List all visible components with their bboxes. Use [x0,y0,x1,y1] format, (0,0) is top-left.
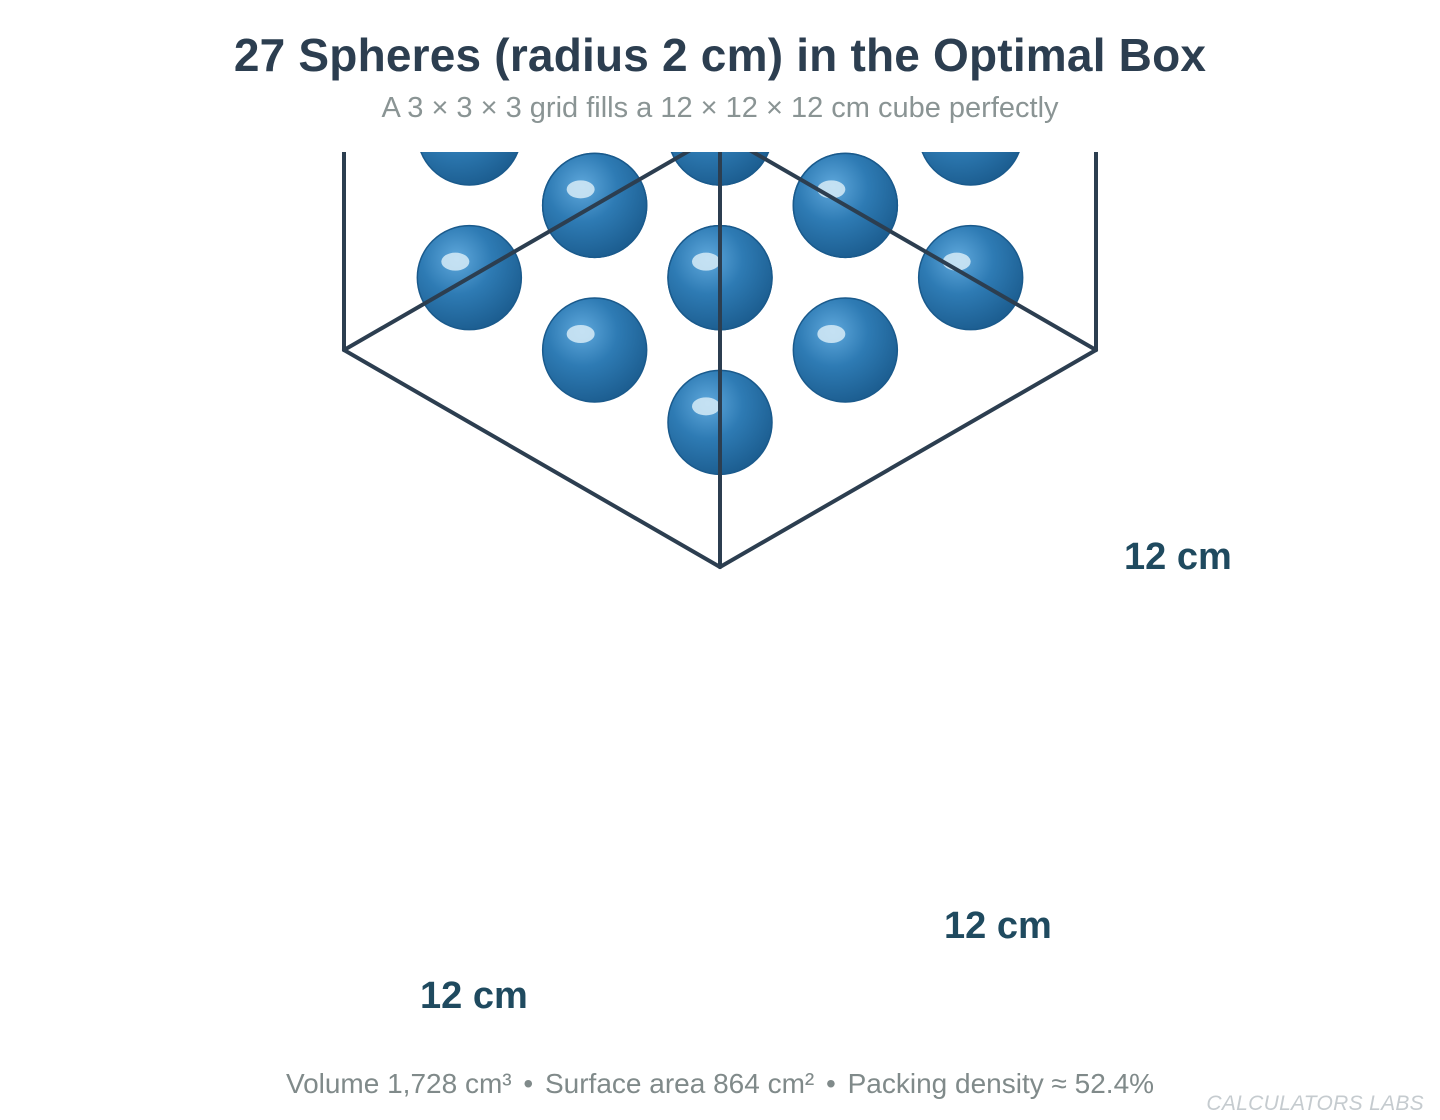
sphere-body [793,9,897,113]
sphere-body [417,0,521,40]
sphere-highlight [692,108,720,126]
sphere-highlight [566,325,595,343]
sphere-highlight [692,252,720,271]
sphere [417,0,521,40]
sphere-body [668,0,772,40]
cube-edge [718,348,1098,569]
chart-subtitle: A 3 × 3 × 3 grid fills a 12 × 12 × 12 cm… [381,92,1059,124]
sphere-body [543,9,647,113]
width-dimension-label: 12 cm [420,975,528,1017]
sphere-highlight [692,108,720,126]
sphere-body [792,297,899,403]
sphere-highlight [943,108,971,126]
sphere [793,9,897,113]
surface-area-stat: Surface area 864 cm² [544,1068,815,1099]
sphere-body [541,297,648,403]
sphere-highlight [692,108,720,126]
sphere-body [919,0,1023,40]
footer-stats: Volume 1,728 cm³ • Surface area 864 cm² … [0,1068,1440,1100]
separator: • [826,1068,836,1099]
sphere [541,297,648,403]
sphere-body [543,9,647,113]
depth-dimension-label: 12 cm [944,905,1052,947]
sphere-highlight [567,36,595,54]
packing-density-stat: Packing density ≈ 52.4% [847,1068,1155,1099]
volume-stat: Volume 1,728 cm³ [285,1068,512,1099]
separator: • [523,1068,534,1099]
sphere [543,9,647,113]
sphere-highlight [817,36,845,54]
sphere [543,9,647,113]
visible-edges [342,152,1098,569]
sphere-body [420,152,519,186]
sphere-highlight [441,252,470,271]
sphere [793,9,897,113]
sphere-highlight [567,36,595,54]
sphere [921,108,1020,186]
sphere [668,0,772,40]
cube-edge [342,152,692,352]
sphere-body [793,9,897,113]
cube-edge [748,152,1098,352]
watermark: CALCULATORS LABS [1206,1092,1424,1115]
cube-edge [342,348,722,569]
sphere-highlight [566,180,595,199]
sphere-highlight [817,36,845,54]
sphere-highlight [441,108,469,126]
sphere-body [921,152,1020,186]
sphere [668,0,772,40]
hidden-edges [344,0,1096,133]
sphere [919,0,1023,40]
sphere [420,108,519,186]
sphere-highlight [817,325,846,343]
sphere-highlight [692,397,720,416]
sphere [792,297,899,403]
height-dimension-label: 12 cm [1124,536,1232,578]
chart-title: 27 Spheres (radius 2 cm) in the Optimal … [233,29,1207,81]
sphere-body [668,0,772,40]
